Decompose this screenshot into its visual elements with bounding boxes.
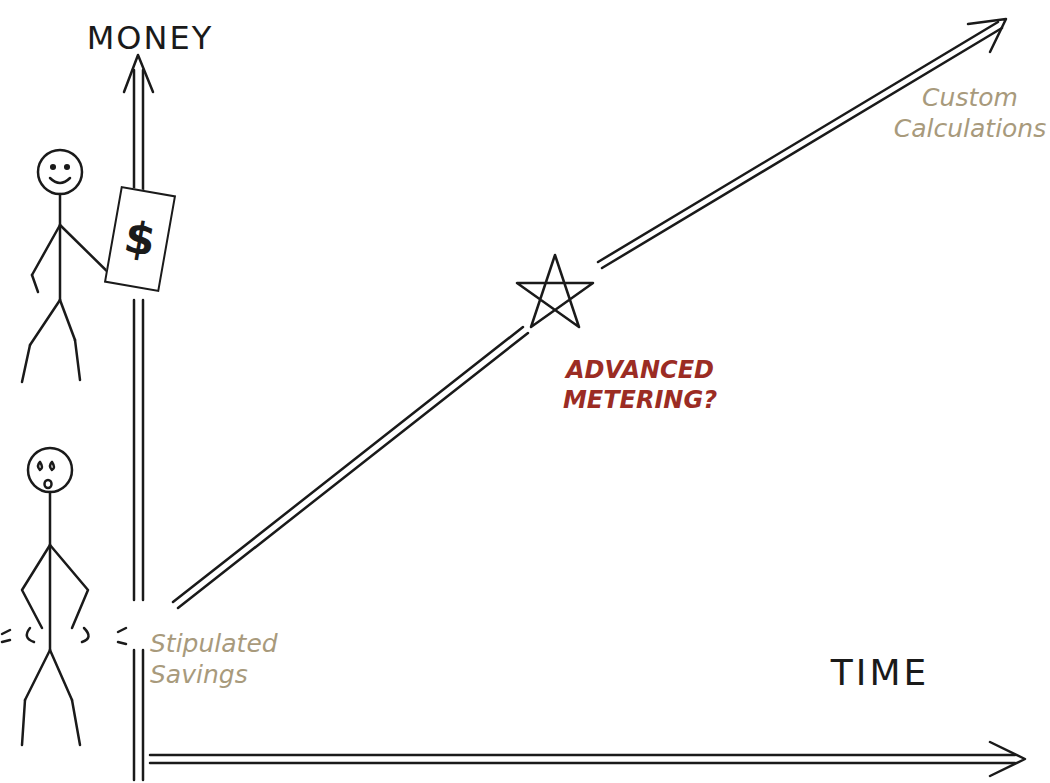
axis-title: MONEY xyxy=(65,18,235,58)
currency-symbol: $ xyxy=(121,215,159,264)
milestone-label: ADVANCED METERING? xyxy=(540,355,740,415)
dollar-bill: $ xyxy=(104,186,176,292)
worried-figure xyxy=(2,448,126,745)
time-axis xyxy=(150,742,1025,776)
start-label: Stipulated Savings xyxy=(150,628,320,691)
endpoint-label: Custom Calculations xyxy=(880,82,1050,145)
milestone-star xyxy=(517,255,593,327)
growth-arrow xyxy=(173,19,1006,608)
happy-figure xyxy=(22,150,118,382)
axis-title: TIME xyxy=(790,650,970,695)
money-axis xyxy=(124,55,153,780)
